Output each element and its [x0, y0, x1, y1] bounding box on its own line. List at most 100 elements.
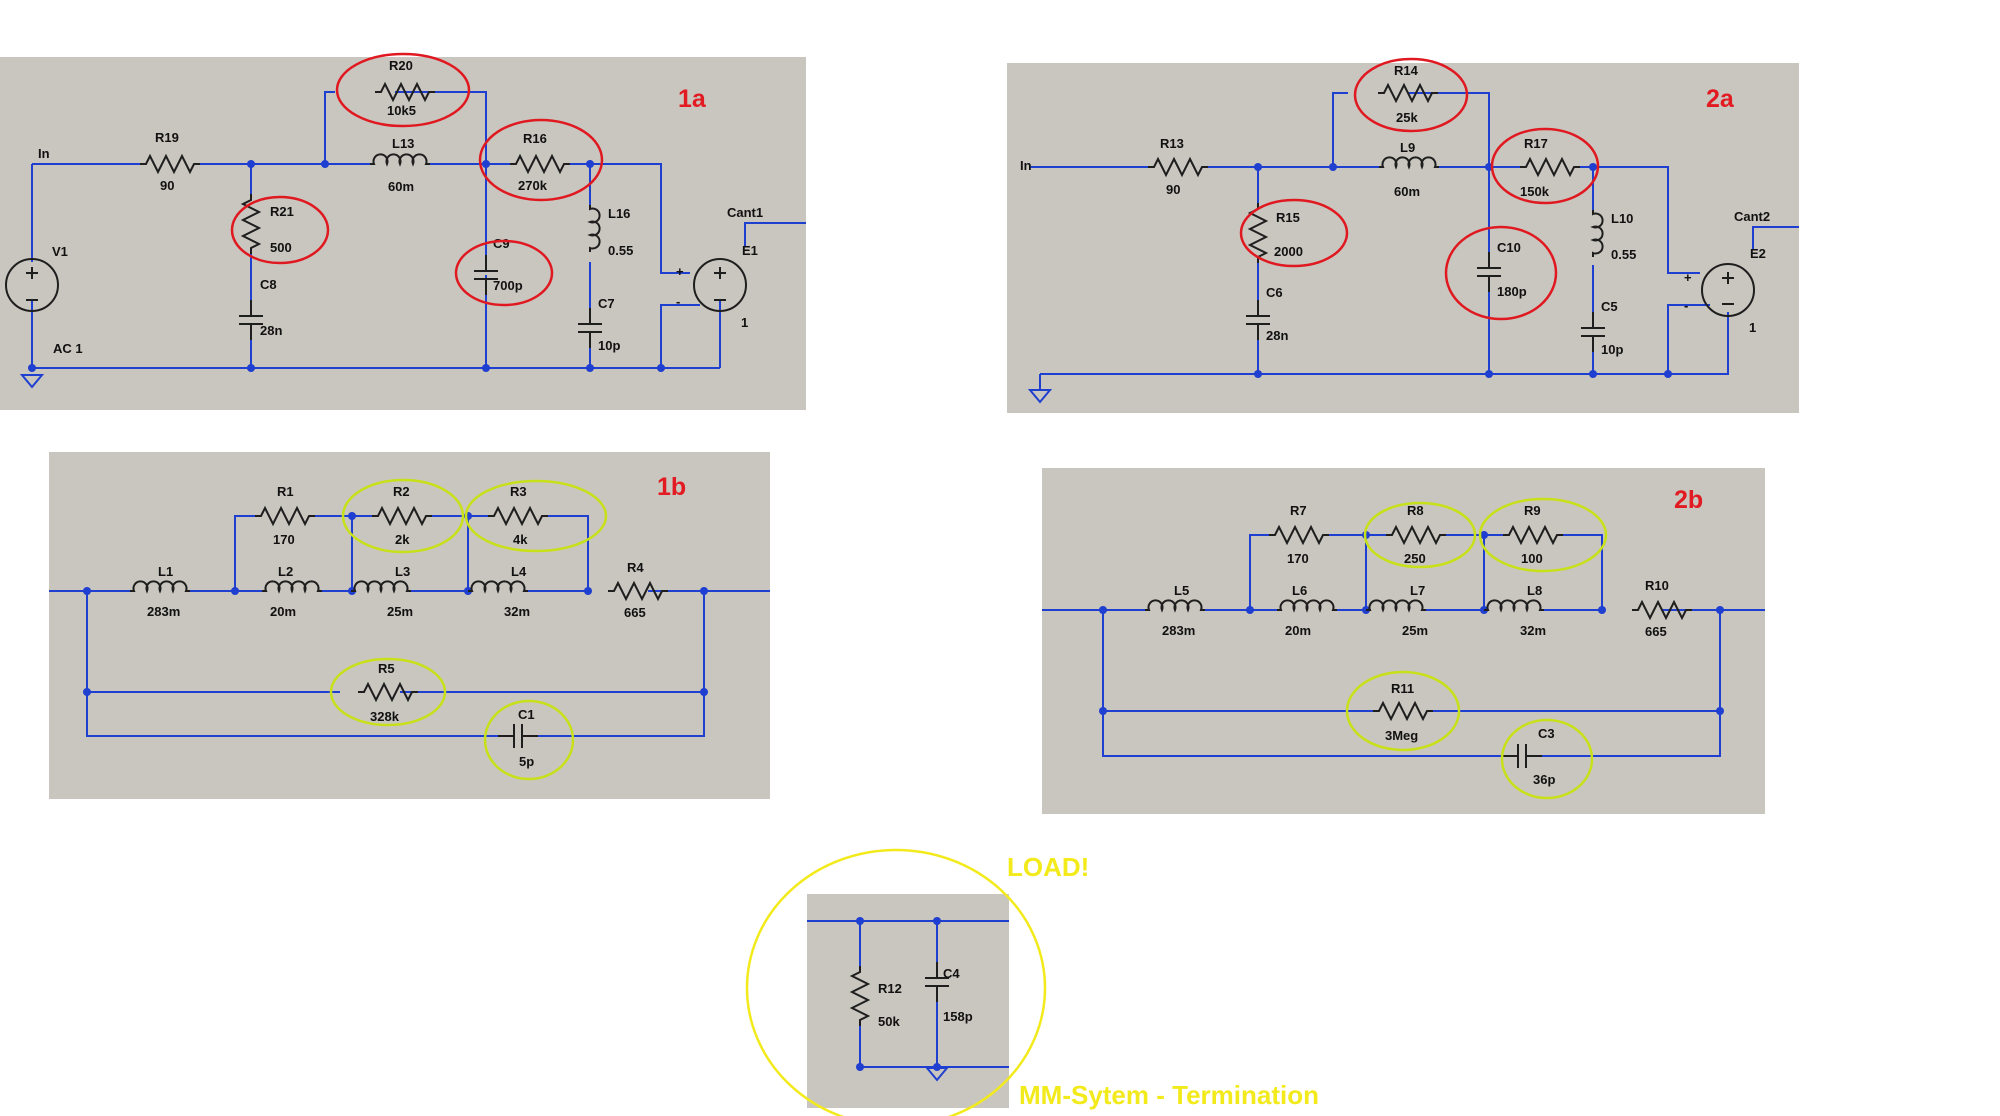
panel-1b: 1b L1 283m L2 20m L3 25m L4 32m R1 170 R… [49, 452, 770, 799]
label-c4: C4 [943, 966, 960, 981]
highlight-c10 [1444, 225, 1558, 321]
label-l13: L13 [392, 136, 414, 151]
label-l1: L1 [158, 564, 173, 579]
panel-2b: 2b L5 283m L6 20m L7 25m L8 32m R7 170 R… [1042, 468, 1765, 814]
panel-title-1b: 1b [657, 473, 686, 501]
value-e2: 1 [1749, 320, 1756, 335]
value-c9: 700p [493, 278, 523, 293]
value-r14: 25k [1396, 110, 1418, 125]
label-c7: C7 [598, 296, 615, 311]
value-c4: 158p [943, 1009, 973, 1024]
label-r16: R16 [523, 131, 547, 146]
label-r1: R1 [277, 484, 294, 499]
label-l5: L5 [1174, 583, 1189, 598]
highlight-r8 [1363, 501, 1477, 569]
value-r15: 2000 [1274, 244, 1303, 259]
value-l8: 32m [1520, 623, 1546, 638]
svg-text:+: + [676, 264, 684, 279]
label-e2: E2 [1750, 246, 1766, 261]
label-l2: L2 [278, 564, 293, 579]
value-l2: 20m [270, 604, 296, 619]
value-r13: 90 [1166, 182, 1180, 197]
label-c8: C8 [260, 277, 277, 292]
value-l6: 20m [1285, 623, 1311, 638]
label-in-1a: In [38, 146, 50, 161]
panel-title-1a: 1a [678, 85, 707, 113]
label-r20: R20 [389, 58, 413, 73]
value-r17: 150k [1520, 184, 1550, 199]
highlight-r20 [335, 52, 471, 128]
svg-text:-: - [676, 294, 680, 309]
value-r11: 3Meg [1385, 728, 1418, 743]
value-r19: 90 [160, 178, 174, 193]
source-e2 [1701, 263, 1755, 317]
value-c6: 28n [1266, 328, 1288, 343]
value-c5: 10p [1601, 342, 1623, 357]
label-l10: L10 [1611, 211, 1633, 226]
highlight-r17 [1490, 127, 1600, 205]
panel-1a: 1a V1 AC 1 In R19 90 R20 10k5 L13 60m R1… [0, 52, 806, 410]
panel-load: R12 50k C4 158p LOAD! MM-Sytem - Termina… [745, 848, 1319, 1116]
highlight-c9 [454, 239, 554, 307]
value-l13: 60m [388, 179, 414, 194]
value-l9: 60m [1394, 184, 1420, 199]
label-l8: L8 [1527, 583, 1542, 598]
label-r8: R8 [1407, 503, 1424, 518]
label-r2: R2 [393, 484, 410, 499]
label-c10: C10 [1497, 240, 1521, 255]
label-r10: R10 [1645, 578, 1669, 593]
label-l4: L4 [511, 564, 527, 579]
value-r8: 250 [1404, 551, 1426, 566]
label-r14: R14 [1394, 63, 1419, 78]
value-l10: 0.55 [1611, 247, 1636, 262]
svg-text:-: - [1684, 298, 1688, 313]
value-e1: 1 [741, 315, 748, 330]
value-l1: 283m [147, 604, 180, 619]
panel-2a: 2a In R13 90 R14 25k L9 60m R17 150k R15… [1007, 57, 1799, 413]
value-r7: 170 [1287, 551, 1309, 566]
label-l7: L7 [1410, 583, 1425, 598]
value-r4: 665 [624, 605, 646, 620]
label-c5: C5 [1601, 299, 1618, 314]
value-c10: 180p [1497, 284, 1527, 299]
value-c1: 5p [519, 754, 534, 769]
label-r13: R13 [1160, 136, 1184, 151]
value-r3: 4k [513, 532, 528, 547]
value-l4: 32m [504, 604, 530, 619]
value-l3: 25m [387, 604, 413, 619]
highlight-r16 [478, 118, 604, 202]
value-l5: 283m [1162, 623, 1195, 638]
highlight-load [745, 848, 1047, 1116]
label-r9: R9 [1524, 503, 1541, 518]
label-c6: C6 [1266, 285, 1283, 300]
value-r5: 328k [370, 709, 400, 724]
highlight-r2 [341, 478, 465, 554]
highlight-c3 [1500, 718, 1594, 800]
source-e1 [693, 258, 747, 312]
label-l3: L3 [395, 564, 410, 579]
load-note: LOAD! [1007, 852, 1089, 882]
highlight-r14 [1353, 57, 1469, 133]
label-l16: L16 [608, 206, 630, 221]
panel-title-2a: 2a [1706, 85, 1735, 113]
label-in-2a: In [1020, 158, 1032, 173]
value-r21: 500 [270, 240, 292, 255]
value-l16: 0.55 [608, 243, 633, 258]
label-c9: C9 [493, 236, 510, 251]
label-r12: R12 [878, 981, 902, 996]
value-r20: 10k5 [387, 103, 416, 118]
svg-text:+: + [1684, 270, 1692, 285]
value-c8: 28n [260, 323, 282, 338]
label-r21: R21 [270, 204, 294, 219]
label-c3: C3 [1538, 726, 1555, 741]
value-l7: 25m [1402, 623, 1428, 638]
highlight-r21 [230, 195, 330, 265]
highlight-r15 [1239, 198, 1349, 268]
label-l6: L6 [1292, 583, 1307, 598]
value-r12: 50k [878, 1014, 900, 1029]
value-r2: 2k [395, 532, 410, 547]
highlight-r9 [1478, 497, 1608, 573]
value-c3: 36p [1533, 772, 1555, 787]
label-cant1: Cant1 [727, 205, 763, 220]
